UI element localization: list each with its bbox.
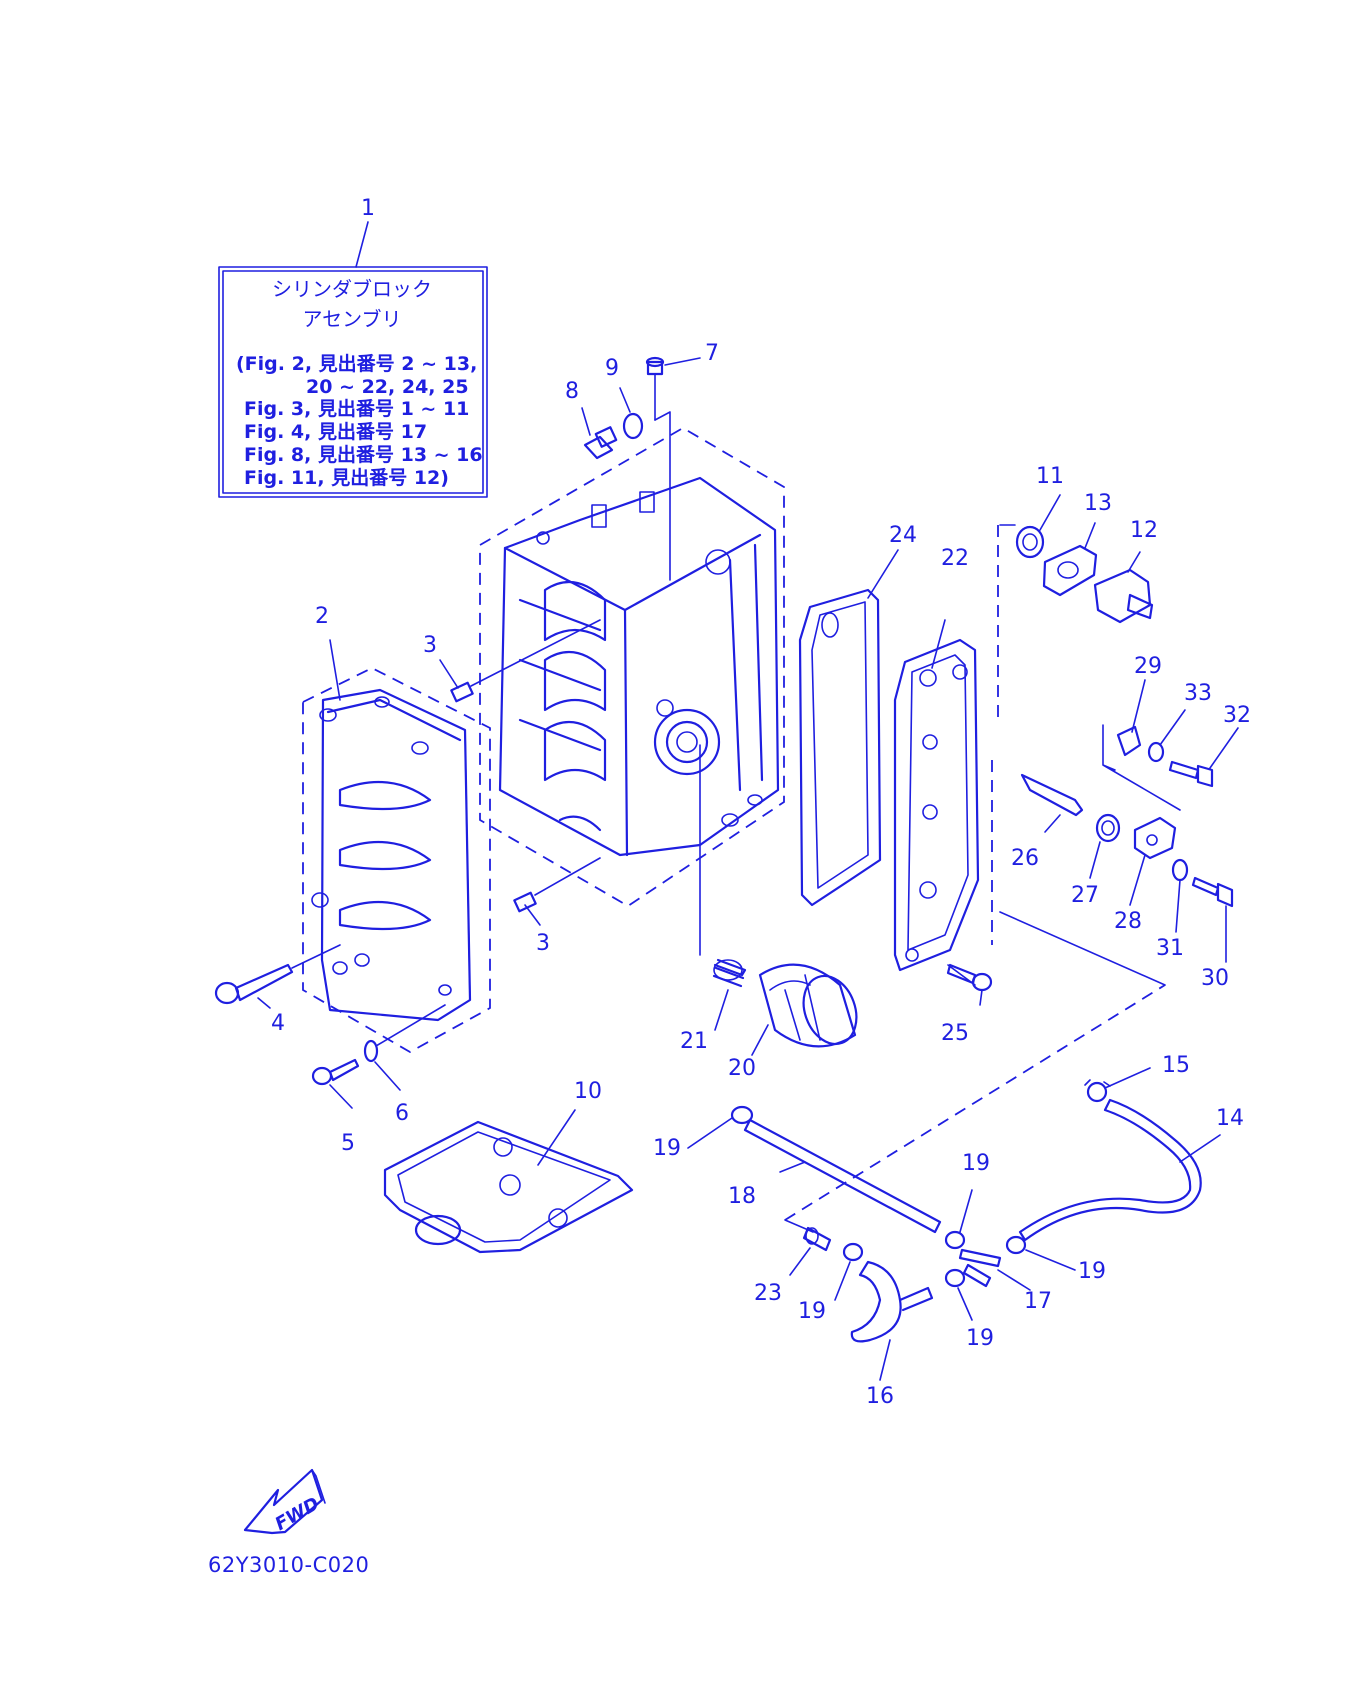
clip-19-b: [944, 1189, 973, 1250]
clip-19-a: [687, 1105, 754, 1149]
assembly-title-line1: シリンダブロック: [272, 277, 432, 301]
callout-3-lower: 3: [536, 931, 550, 956]
callout-33: 33: [1184, 681, 1212, 706]
diagram-code: 62Y3010-C020: [208, 1553, 369, 1577]
callout-labels: 1 2 3 3 4 5 6 7 8 9 10 11 12 13 14 15 16…: [271, 196, 1251, 1409]
bracket-outline: [1102, 724, 1181, 811]
clip-19-e: [944, 1268, 973, 1321]
assembly-ref-line: (Fig. 2, 見出番号 2 ~ 13,: [236, 352, 477, 375]
gasket-13: [1042, 544, 1098, 597]
assembly-ref-line: Fig. 4, 見出番号 17: [244, 420, 427, 443]
callout-19-d: 19: [798, 1299, 826, 1324]
washer-33: [1147, 709, 1186, 763]
part-29: [1116, 679, 1146, 757]
callout-16: 16: [866, 1384, 894, 1409]
callout-19-c: 19: [1078, 1259, 1106, 1284]
oil-filter-20: [751, 963, 858, 1056]
bolt-25: [946, 963, 993, 992]
callout-20: 20: [728, 1056, 756, 1081]
callout-23: 23: [754, 1281, 782, 1306]
clip-19-c: [1005, 1235, 1076, 1271]
callout-13: 13: [1084, 491, 1112, 516]
assembly-ref-line: 20 ~ 22, 24, 25: [306, 376, 469, 398]
fwd-arrow: FWD: [243, 1468, 326, 1535]
callout-25: 25: [941, 1021, 969, 1046]
callout-17: 17: [1024, 1289, 1052, 1314]
callout-27: 27: [1071, 883, 1099, 908]
hose-14: [1018, 1098, 1221, 1242]
hose-16: [850, 1260, 934, 1381]
callout-1: 1: [361, 196, 375, 221]
assembly-ref-line: Fig. 11, 見出番号 12): [244, 466, 449, 489]
bolt-30: [1191, 876, 1234, 963]
callout-21: 21: [680, 1029, 708, 1054]
washer-9: [622, 412, 644, 440]
dowel-pin-lower: [513, 857, 601, 913]
bolt-5: [311, 1058, 360, 1086]
callout-9: 9: [605, 356, 619, 381]
bolt-4: [214, 944, 341, 1005]
callout-22: 22: [941, 546, 969, 571]
leader-lines: [257, 357, 1141, 1109]
part-15: [1084, 1067, 1151, 1103]
callout-29: 29: [1134, 654, 1162, 679]
plug-7: [645, 356, 671, 581]
clip-19-d: [834, 1242, 864, 1301]
callout-18: 18: [728, 1184, 756, 1209]
part-27: [1089, 813, 1121, 879]
callout-7: 7: [705, 341, 719, 366]
bolt-8: [583, 426, 618, 460]
washer-6: [363, 1004, 446, 1063]
assembly-reference-box: シリンダブロック アセンブリ (Fig. 2, 見出番号 2 ~ 13, 20 …: [218, 221, 488, 498]
washer-31: [1171, 858, 1189, 933]
callout-19-e: 19: [966, 1326, 994, 1351]
part-26: [1020, 773, 1084, 833]
fitting-17: [958, 1248, 1031, 1291]
cap-11: [997, 494, 1061, 720]
callout-5: 5: [341, 1131, 355, 1156]
callout-8: 8: [565, 379, 579, 404]
callout-19-a: 19: [653, 1136, 681, 1161]
assembly-title-line2: アセンブリ: [303, 307, 402, 331]
assembly-ref-line: Fig. 8, 見出番号 13 ~ 16: [244, 443, 483, 466]
part-28: [1129, 816, 1177, 906]
callout-4: 4: [271, 1011, 285, 1036]
gasket-24: [798, 549, 899, 907]
callout-19-b: 19: [962, 1151, 990, 1176]
callout-6: 6: [395, 1101, 409, 1126]
callout-15: 15: [1162, 1053, 1190, 1078]
dowel-pin-upper: [450, 619, 601, 703]
callout-28: 28: [1114, 909, 1142, 934]
hose-18: [743, 911, 1166, 1234]
gasket-10: [383, 1109, 634, 1254]
exhaust-cover-22: [893, 619, 993, 986]
callout-3-upper: 3: [423, 633, 437, 658]
callout-30: 30: [1201, 966, 1229, 991]
callout-31: 31: [1156, 936, 1184, 961]
assembly-ref-line: Fig. 3, 見出番号 1 ~ 11: [244, 397, 469, 420]
fitting-23: [789, 1226, 832, 1276]
cover-12: [1093, 568, 1154, 624]
cylinder-block: [479, 426, 785, 908]
spring-21: [699, 744, 747, 1031]
callout-10: 10: [574, 1079, 602, 1104]
callout-14: 14: [1216, 1106, 1244, 1131]
callout-26: 26: [1011, 846, 1039, 871]
callout-11: 11: [1036, 464, 1064, 489]
cylinder-head: [302, 666, 491, 1054]
callout-24: 24: [889, 523, 917, 548]
callout-2: 2: [315, 604, 329, 629]
callout-12: 12: [1130, 518, 1158, 543]
bolt-32: [1168, 727, 1239, 788]
callout-32: 32: [1223, 703, 1251, 728]
